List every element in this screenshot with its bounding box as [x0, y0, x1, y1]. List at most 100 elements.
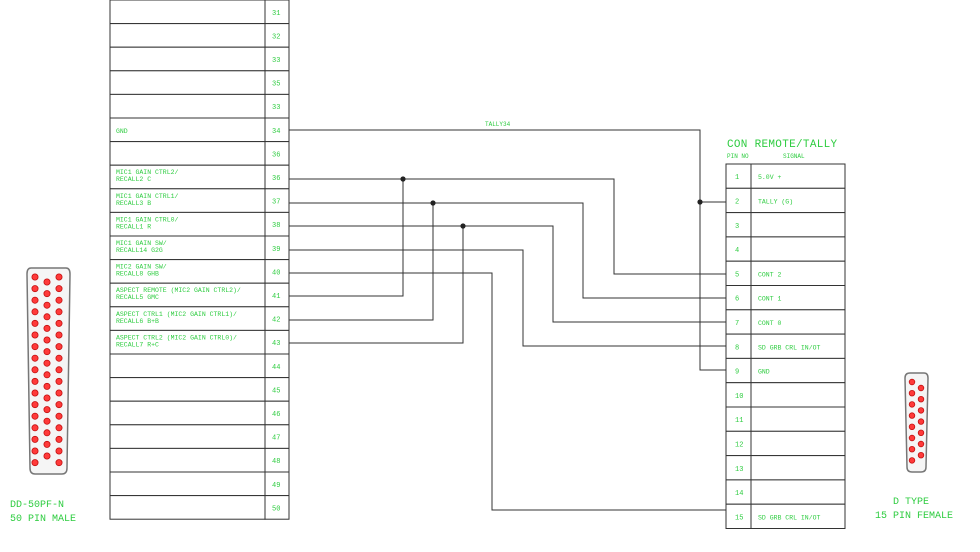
- right-signal-cell: [750, 236, 846, 262]
- right-pin-cell: [725, 479, 752, 505]
- right-table-title: CON REMOTE/TALLY: [727, 139, 838, 151]
- right-table-row: 4: [725, 236, 846, 262]
- wire-label: TALLY34: [485, 121, 511, 128]
- left-signal-label: RECALL7 R+C: [116, 341, 159, 348]
- right-pin-number: 7: [735, 320, 739, 328]
- left-signal-label: ASPECT CTRL2 (MIC2 GAIN CTRL0)/: [116, 334, 237, 341]
- dd50-shell: [26, 267, 71, 475]
- wire: [289, 202, 726, 299]
- connector-pin: [55, 285, 63, 293]
- left-signal-cell: [109, 93, 266, 119]
- left-pin-number: 44: [272, 364, 280, 372]
- connector-pin: [55, 331, 63, 339]
- wire: [289, 272, 726, 511]
- left-signal-label: MIC1 GAIN SW/: [116, 240, 167, 247]
- connector-pin: [55, 401, 63, 409]
- left-pin-number: 43: [272, 340, 280, 348]
- wire: [289, 179, 404, 297]
- right-signal-cell: [750, 187, 846, 214]
- right-table-header-signal: SIGNAL: [783, 153, 805, 160]
- connector-pin: [908, 434, 916, 442]
- left-pin-number: 39: [272, 246, 280, 254]
- connector-pin: [31, 296, 39, 304]
- right-table-row: 11: [725, 406, 846, 432]
- connector-pin: [43, 313, 51, 321]
- right-pin-cell: [725, 236, 752, 262]
- left-signal-label: ASPECT REMOTE (MIC2 GAIN CTRL2)/: [116, 287, 241, 294]
- connector-pin: [55, 447, 63, 455]
- right-signal-cell: [750, 309, 846, 335]
- connector-pin: [55, 273, 63, 281]
- connector-pin: [43, 371, 51, 379]
- right-table-row: 13: [725, 455, 846, 481]
- left-pin-number: 35: [272, 81, 280, 89]
- right-pin-number: 10: [735, 393, 743, 401]
- left-signal-cell: [109, 23, 266, 48]
- right-pin-number: 1: [735, 174, 739, 182]
- left-signal-label: RECALL3 B: [116, 200, 151, 207]
- right-signal-cell: [750, 479, 846, 505]
- right-signal-cell: [750, 406, 846, 432]
- connector-pin: [908, 446, 916, 453]
- left-table-row: 50: [109, 495, 290, 520]
- connector-pin: [43, 440, 51, 448]
- connector-pin: [917, 407, 925, 414]
- right-pin-cell: [725, 430, 752, 457]
- connector-pin: [55, 296, 63, 304]
- db15-connector-icon: [904, 372, 929, 473]
- wire: [289, 225, 726, 323]
- left-signal-label: GND: [116, 128, 128, 135]
- right-table-row: 14: [725, 479, 846, 505]
- left-signal-cell: [109, 495, 266, 520]
- left-pin-number: 45: [272, 387, 280, 395]
- connector-pin: [31, 366, 39, 374]
- right-signal-label: 5.0V +: [758, 174, 782, 181]
- connector-pin: [43, 324, 51, 332]
- left-table-row: 45: [109, 377, 290, 402]
- left-pin-number: 49: [272, 482, 280, 490]
- connector-pin: [31, 389, 39, 397]
- wire: [289, 129, 726, 203]
- junction-dot: [430, 200, 436, 206]
- right-signal-cell: [750, 163, 846, 189]
- right-signal-cell: [750, 382, 846, 408]
- right-pin-number: 15: [735, 514, 743, 522]
- left-table-row: 31: [109, 0, 290, 25]
- left-table-row: 36: [109, 141, 290, 166]
- connector-pin: [55, 319, 63, 327]
- connector-pin: [43, 301, 51, 309]
- junction-dot: [697, 199, 703, 205]
- left-signal-label: MIC2 GAIN SW/: [116, 264, 167, 271]
- left-signal-label: RECALL8 GHB: [116, 271, 159, 278]
- left-connector-type: 50 PIN MALE: [10, 514, 76, 525]
- right-signal-cell: [750, 285, 846, 311]
- right-signal-cell: [750, 357, 846, 384]
- connector-pin: [908, 457, 916, 464]
- wire: [699, 202, 726, 371]
- right-signal-label: SD GRB CRL IN/OT: [758, 344, 821, 351]
- right-signal-cell: [750, 260, 846, 287]
- left-table-row: 35: [109, 70, 290, 95]
- connector-pin: [917, 429, 925, 436]
- connector-pin: [55, 412, 63, 420]
- wire: [289, 249, 726, 347]
- left-pin-number: 47: [272, 435, 280, 443]
- left-pin-number: 38: [272, 222, 280, 230]
- connector-pin: [43, 394, 51, 402]
- connector-pin: [43, 348, 51, 356]
- right-pin-number: 14: [735, 490, 743, 498]
- connector-pin: [31, 331, 39, 339]
- right-signal-label: GND: [758, 369, 770, 376]
- left-signal-cell: [109, 447, 266, 473]
- left-pin-number: 50: [272, 505, 280, 513]
- left-pin-number: 41: [272, 293, 280, 301]
- left-table-row: 44: [109, 353, 290, 379]
- left-signal-cell: [109, 400, 266, 426]
